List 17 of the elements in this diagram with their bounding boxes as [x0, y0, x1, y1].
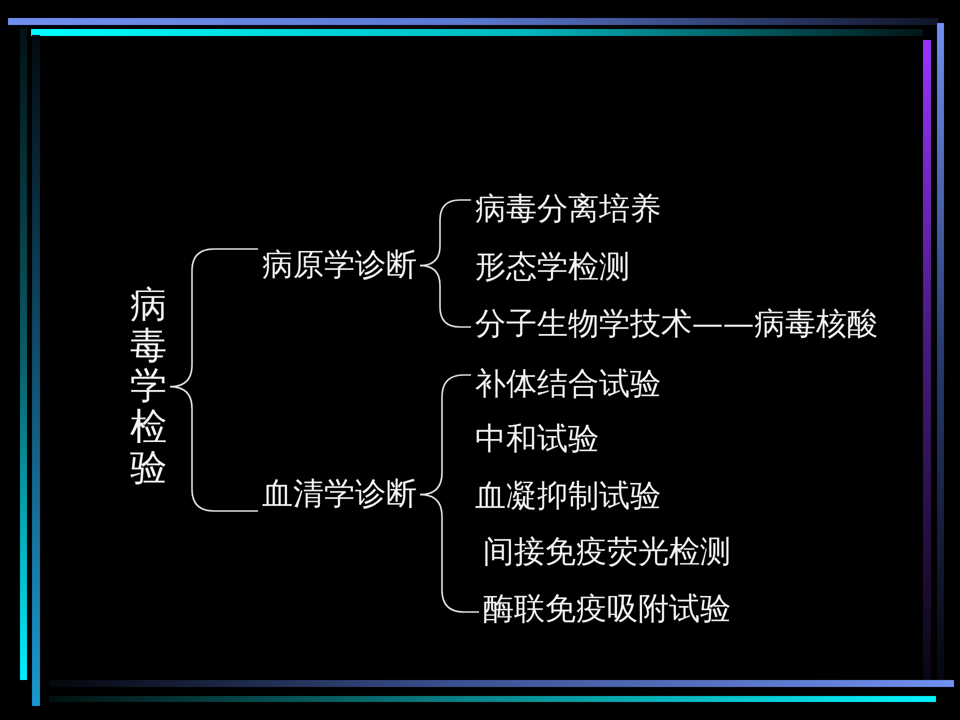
- category-label: 血清学诊断: [262, 476, 417, 514]
- brace-connector: [420, 374, 471, 496]
- method-label: 补体结合试验: [475, 366, 661, 404]
- method-label: 形态学检测: [475, 249, 630, 286]
- brace-connector: [420, 264, 471, 328]
- brace-connector: [420, 494, 479, 613]
- method-label: 病毒分离培养: [475, 191, 661, 228]
- method-label: 酶联免疫吸附试验: [483, 591, 731, 628]
- brace-connector: [170, 248, 258, 388]
- brace-connector: [170, 386, 258, 512]
- method-label: 分子生物学技术——病毒核酸: [475, 306, 878, 344]
- method-label: 中和试验: [475, 421, 599, 458]
- category-label: 病原学诊断: [262, 247, 417, 284]
- method-label: 血凝抑制试验: [475, 478, 661, 516]
- topic-label: 病毒学检验: [130, 285, 167, 488]
- brace-connector: [420, 199, 471, 266]
- method-label: 间接免疫荧光检测: [483, 534, 731, 572]
